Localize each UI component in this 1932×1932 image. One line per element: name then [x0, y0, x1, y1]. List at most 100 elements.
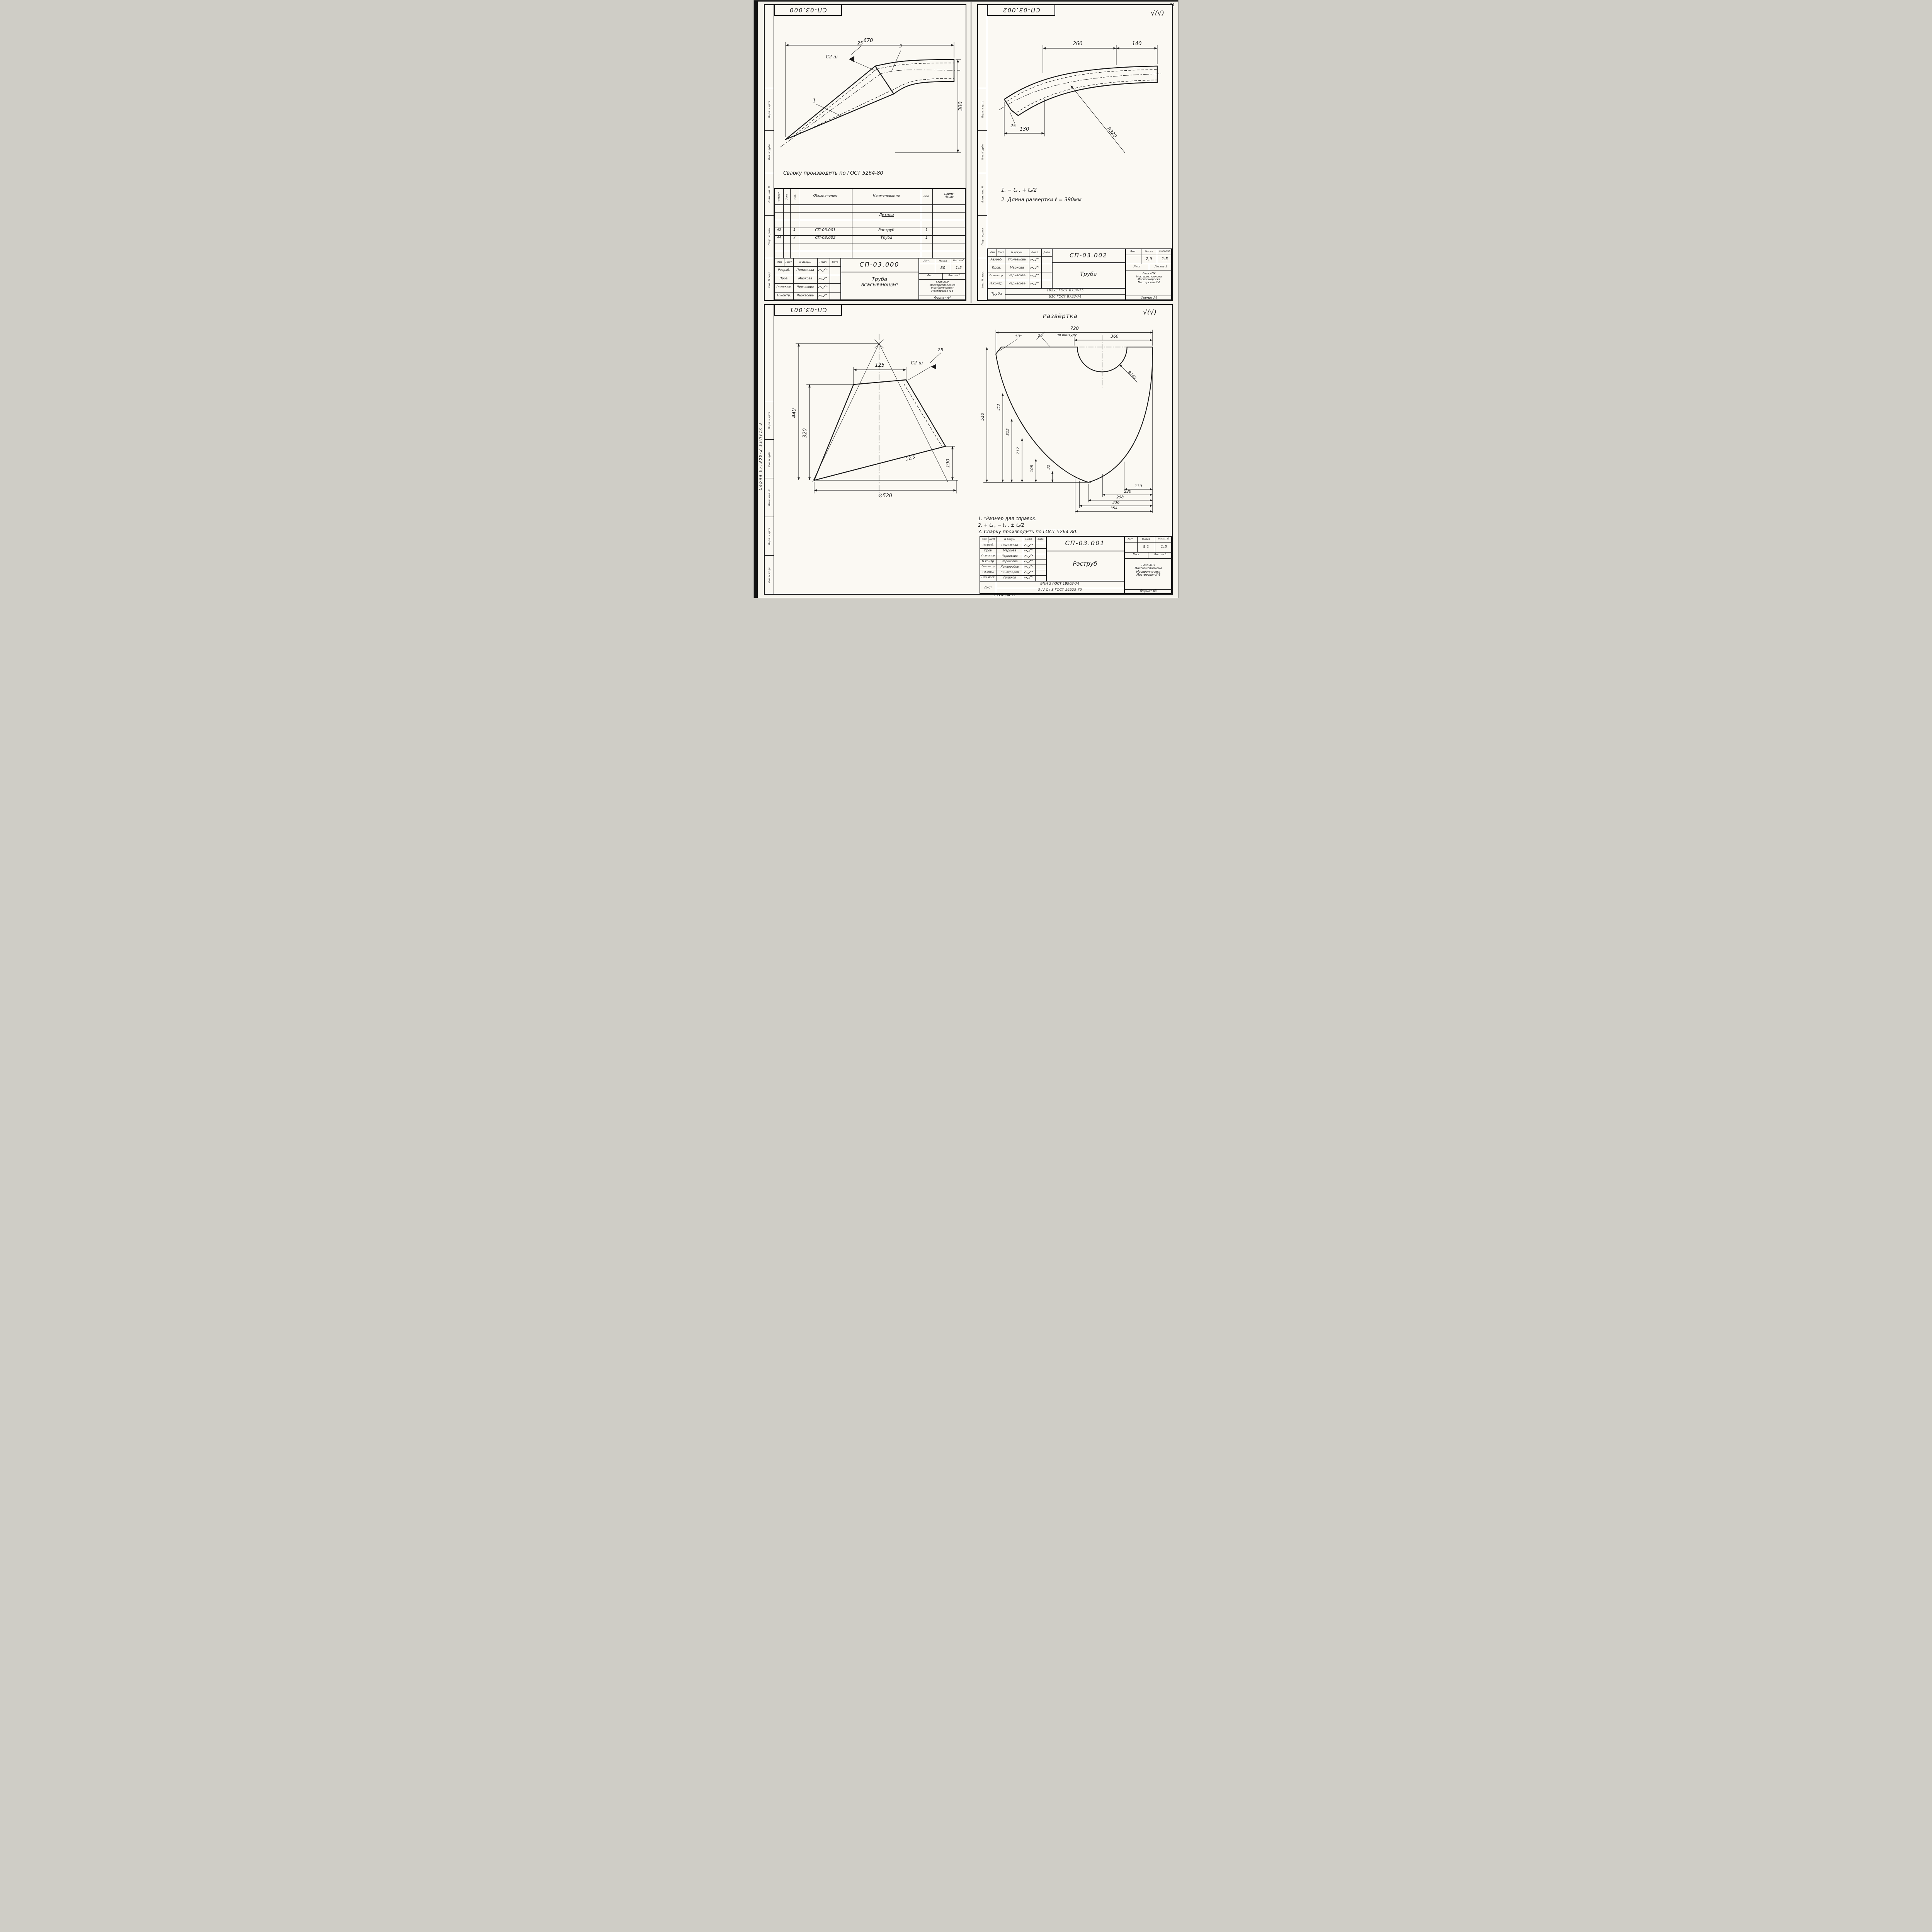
assembly-outline: [780, 59, 961, 148]
cone-drawing: 440 320 125 190 ∅520 12,5 С2-ш: [791, 334, 958, 499]
tb-col-date: Дата: [1037, 538, 1044, 541]
signature: [818, 269, 828, 272]
sheet-sp-03-000: Подп. и дата Инв. N дубл. Взам. инв. N П…: [764, 4, 966, 301]
tb-person: Помазкова: [796, 268, 814, 272]
row-designation: СП-03.001: [815, 228, 836, 232]
grid-line: [942, 273, 943, 279]
assembly-dimensions: 670 300 1 2 С2 ш 25: [785, 38, 964, 153]
grid-line: [918, 273, 966, 274]
tb-material-line2: Б10 ГОСТ 8733-74: [1049, 295, 1082, 299]
tb-scale-header: Масштаб: [1158, 537, 1170, 540]
strip-cell-empty: [765, 5, 774, 88]
strip-cell: Подп. и дата: [765, 517, 774, 555]
grid-line: [775, 212, 965, 213]
tb-role: Разраб.: [983, 543, 994, 547]
notes-block: 1. − t₂ , + t₂/2 2. Длина развертки ℓ = …: [1001, 187, 1082, 203]
col-header-note: Приме- чание: [944, 192, 955, 199]
development-dimensions: 720 360 53* 25 по контуру R140 510 412 3…: [980, 325, 1153, 514]
signature: [1024, 565, 1033, 568]
strip-label: Подп. и дата: [981, 100, 984, 118]
dim-510: 510: [980, 413, 985, 421]
tb-person: Черкасова: [796, 294, 814, 297]
tb-sheet-label: Лист: [1133, 553, 1139, 556]
tb-material-line1: БПН 3 ГОСТ 19903-74: [1040, 582, 1080, 586]
tb-format: Формат А4: [934, 296, 951, 299]
tb-col-date: Дата: [1043, 251, 1050, 254]
tb-material-line1: 102х3 ГОСТ 8734-75: [1046, 289, 1084, 293]
grid-line: [1125, 249, 1126, 299]
corner-designation-text: СП-03.001: [789, 306, 827, 313]
series-label: Серия 07.900-2 выпуск 3: [759, 422, 763, 490]
signature: [1024, 560, 1033, 563]
signature: [818, 286, 828, 289]
grid-line: [793, 259, 794, 299]
grid-line: [1005, 294, 1125, 295]
signature: [1030, 258, 1039, 261]
dim-412: 412: [997, 403, 1001, 411]
grid-line: [1052, 249, 1053, 288]
grid-line: [1046, 537, 1047, 581]
signature: [1024, 571, 1033, 574]
development-title: Развёртка: [1043, 313, 1078, 320]
grid-line: [1041, 249, 1042, 288]
scanned-drawing-page: 11 Серия 07.900-2 выпуск 3 20338-04 12 П…: [753, 0, 1179, 598]
dim-298: 298: [1116, 495, 1124, 499]
tb-mass-value: 2,9: [1146, 257, 1152, 261]
sheet-sp-03-002: Подп. и дата Инв. N дубл. Взам. инв. N П…: [977, 4, 1173, 301]
dim-125: 125: [875, 362, 885, 368]
grid-line: [775, 235, 965, 236]
pipe-outline: [998, 65, 1162, 116]
corner-designation-stamp: СП-03.000: [774, 4, 842, 16]
tb-col-doc: N докум.: [799, 260, 811, 264]
tb-role: Пров.: [984, 549, 993, 552]
tb-designation: СП-03.001: [1065, 539, 1105, 547]
footer-code: 20338-04 12: [993, 594, 1016, 597]
title-block: Изм Лист N докум. Подп. Дата Разраб. Пом…: [774, 258, 966, 300]
frame-stamp-strip: Подп. и дата Инв. N дубл. Взам. инв. N П…: [765, 5, 774, 300]
strip-label: Взам. инв. N: [767, 489, 771, 506]
development-drawing: 720 360 53* 25 по контуру R140 510 412 3…: [980, 325, 1153, 514]
row-pos: 2: [793, 236, 796, 240]
surface-roughness-icon: √(√): [1151, 10, 1164, 17]
tb-designation: СП-03.002: [1070, 252, 1107, 259]
tb-person: Черкасова: [1002, 560, 1018, 563]
dim-300: 300: [958, 102, 964, 111]
tb-role: Гл.инж.пр.: [981, 554, 996, 557]
strip-label: Подп. и дата: [767, 412, 771, 429]
corner-designation-text: СП-03.002: [1002, 7, 1040, 14]
table-section-title: Детали: [879, 213, 894, 217]
weld-flag-icon: [931, 364, 936, 369]
strip-cell: Подп. и дата: [765, 215, 774, 258]
grid-line: [775, 204, 965, 205]
note-line: 1. − t₂ , + t₂/2: [1001, 187, 1037, 193]
note-line: 3. Сварку производить по ГОСТ 5264-80.: [978, 529, 1078, 534]
weld-size-contour: 25: [1038, 333, 1043, 338]
grid-line: [918, 259, 919, 299]
corner-designation-text: СП-03.000: [789, 7, 827, 14]
tb-lit-header: Лит.: [923, 259, 930, 262]
grid-line: [1124, 589, 1173, 590]
tb-organization: Глав АПУ Мосгорисполкома Моспромпроект М…: [1134, 563, 1162, 577]
grid-line: [775, 292, 840, 293]
grid-line: [1124, 542, 1173, 543]
weld-size: 25: [857, 41, 863, 46]
strip-cell: Подп. и дата: [765, 401, 774, 439]
tb-role: Гл.спец.: [982, 570, 995, 573]
scan-edge-line: [754, 0, 1178, 2]
tb-sheets-label: Листов 1: [948, 274, 961, 277]
note-line: 1. *Размер для справок.: [978, 516, 1037, 521]
strip-cell: Подп. и дата: [765, 88, 774, 130]
tb-part-name: Раструб: [1073, 560, 1097, 567]
tb-person: Черкасова: [1002, 554, 1018, 558]
tb-format: Формат А4: [1141, 296, 1157, 299]
grid-line: [980, 559, 1046, 560]
grid-line: [790, 189, 791, 258]
tb-material-label: Труба: [991, 292, 1002, 296]
row-format: А4: [777, 236, 781, 239]
tb-role: Н.контр.: [982, 560, 995, 563]
tb-sheets-label: Листов 1: [1154, 265, 1167, 268]
strip-label: Инв. N дубл.: [767, 451, 771, 467]
strip-cell: Инв. N подл.: [978, 258, 987, 300]
strip-cell: Инв. N подл.: [765, 258, 774, 300]
grid-line: [988, 256, 1052, 257]
